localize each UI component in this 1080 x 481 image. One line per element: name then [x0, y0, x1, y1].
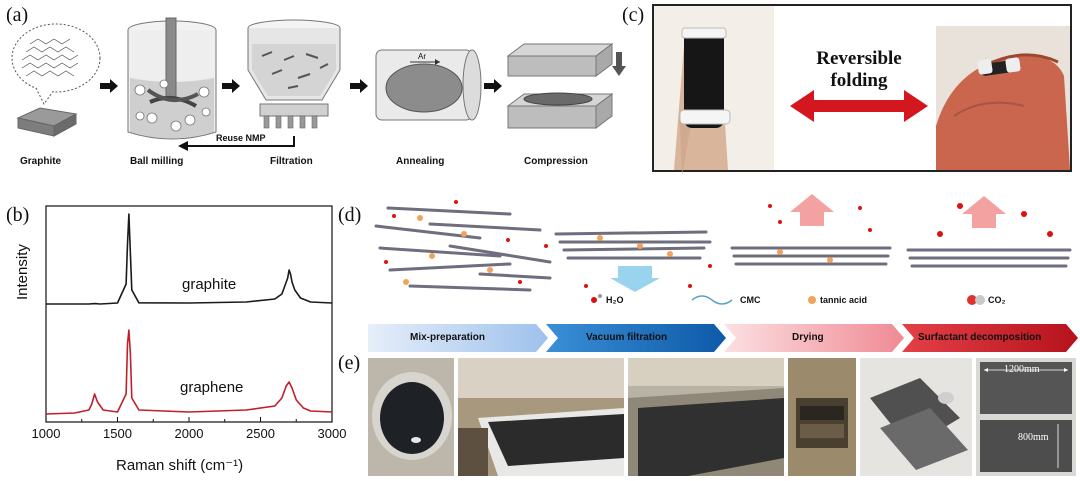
step-arrow [350, 79, 368, 93]
x-tick-label: 3000 [318, 426, 347, 441]
series-label-graphite: graphite [182, 276, 237, 293]
annealing-tube [375, 49, 482, 121]
step-label-compression: Compression [524, 156, 588, 167]
x-tick-label: 1000 [32, 426, 61, 441]
panel-d-label: (d) [338, 204, 362, 226]
legend-tannic-acid: tannic acid [820, 295, 868, 305]
sheet-height-label: 800mm [1018, 432, 1049, 443]
y-axis-title: Intensity [14, 244, 31, 300]
step-label-filtration: Filtration [270, 156, 313, 167]
reversible-arrow [790, 90, 928, 122]
sheet-width-label: 1200mm [1004, 364, 1040, 375]
reuse-nmp-label: Reuse NMP [216, 133, 266, 143]
panel-d-schematic [374, 194, 1072, 305]
step-arrow [484, 79, 502, 93]
legend-symbols [591, 294, 985, 305]
step-label-graphite: Graphite [20, 156, 62, 167]
reuse-arrowhead [178, 141, 188, 151]
ball-mill-jar [127, 17, 217, 140]
process-drying: Drying [792, 332, 824, 343]
folding-line2: folding [830, 70, 888, 91]
panel-b-label: (b) [6, 204, 30, 226]
photo-large-sheets [976, 358, 1076, 476]
legend-h2o: H₂O [606, 295, 624, 305]
photo-dispersion-tank [368, 358, 454, 476]
photo-film-belt [628, 358, 784, 476]
process-vacuum-filtration: Vacuum filtration [586, 332, 668, 343]
photo-filtration-line [458, 358, 624, 476]
panel-c-photos [654, 6, 1070, 176]
series-line-graphite [46, 213, 333, 305]
step-label-annealing: Annealing [396, 156, 445, 167]
step-arrow [222, 79, 240, 93]
graphite-block [16, 107, 78, 137]
process-arrows [368, 324, 1078, 352]
graphene-bubble [11, 23, 101, 93]
photo-film-rolls [860, 358, 972, 476]
series-line-graphene [45, 329, 333, 415]
series-label-graphene: graphene [180, 379, 244, 396]
reversible-folding-text: Reversible folding [794, 48, 924, 92]
legend-co2: CO₂ [988, 295, 1006, 305]
argon-label: Ar [418, 52, 426, 61]
folding-line1: Reversible [816, 48, 902, 69]
panel-a-label: (a) [6, 4, 29, 26]
panel-a-illustration [11, 17, 626, 151]
compression-press [506, 43, 626, 129]
x-tick-label: 2500 [246, 426, 275, 441]
flexible-film [684, 28, 724, 128]
step-arrow [100, 79, 118, 93]
process-surfactant-decomposition: Surfactant decomposition [918, 332, 1042, 343]
process-mix-preparation: Mix-preparation [410, 332, 486, 343]
panel-e-label: (e) [338, 352, 361, 374]
x-tick-label: 1500 [103, 426, 132, 441]
legend-cmc: CMC [740, 295, 761, 305]
reuse-arrow [186, 136, 295, 147]
panel-c-label: (c) [622, 4, 645, 26]
raman-chart: 1000 1500 2000 2500 3000 [32, 205, 346, 441]
x-tick-label: 2000 [175, 426, 204, 441]
x-axis-title: Raman shift (cm⁻¹) [116, 457, 244, 474]
photo-press-machine [788, 358, 856, 476]
step-label-ball-milling: Ball milling [130, 156, 184, 167]
filtration-funnel [247, 19, 341, 129]
